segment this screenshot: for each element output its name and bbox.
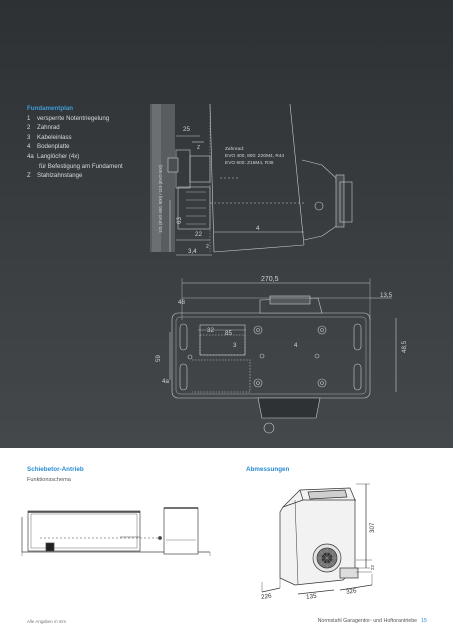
- dim-label: 2: [206, 244, 209, 250]
- dim-label: 25: [183, 126, 190, 133]
- dim-label: 270,5: [261, 276, 279, 283]
- dim-label: 4: [256, 225, 260, 232]
- dim-label: 121 (EVO 400, 800) / 113 (EVO 600): [158, 164, 163, 233]
- schiebetor-subtitle: Funktionsschema: [27, 477, 71, 483]
- zahnrad-label: Zahnrad:: [225, 146, 244, 152]
- dim-label: 4: [294, 342, 298, 349]
- dim-label: 4a: [162, 378, 169, 385]
- abmessungen-title: Abmessungen: [246, 466, 290, 473]
- dim-label: 85: [225, 330, 232, 337]
- dim-label: 226: [261, 592, 273, 600]
- dim-label: Z: [197, 145, 200, 151]
- dim-label: 48,5: [401, 340, 408, 353]
- dark-panel: [0, 0, 453, 448]
- footer-note: Alle Angaben in mm: [27, 619, 67, 624]
- dim-label: 135: [306, 593, 318, 601]
- zahnrad-line: EVO 600: Z16M4, R36: [225, 160, 274, 166]
- legend-item: für Befestigung am Fundament: [39, 162, 123, 170]
- dim-label: 59: [155, 355, 162, 362]
- dim-label: 3,4: [188, 248, 197, 255]
- dim-label: 32: [207, 327, 214, 334]
- dim-label: 326: [346, 587, 358, 595]
- legend-title: Fundamentplan: [27, 105, 74, 112]
- page-number: 15: [421, 618, 427, 624]
- footer-brand: Normstahl Garagentor- und Hoftorantriebe…: [318, 618, 427, 624]
- zahnrad-line: EVO 400, 800: Z20M4, R44: [225, 153, 285, 159]
- dim-label: 13,5: [380, 292, 393, 299]
- dim-label: 22: [370, 564, 375, 570]
- footer-brand-text: Normstahl Garagentor- und Hoftorantriebe: [317, 618, 418, 624]
- dim-label: 22: [195, 231, 202, 238]
- fundament-drawings: 25 Z Zahnrad: EVO 400, 800: Z20M4, R44 E…: [150, 103, 408, 434]
- dim-label: 63: [176, 217, 183, 224]
- schiebetor-title: Schiebetor-Antrieb: [27, 466, 84, 473]
- dim-label: 48: [178, 299, 185, 306]
- dim-label: 307: [369, 522, 376, 533]
- dim-label: 3: [233, 342, 237, 349]
